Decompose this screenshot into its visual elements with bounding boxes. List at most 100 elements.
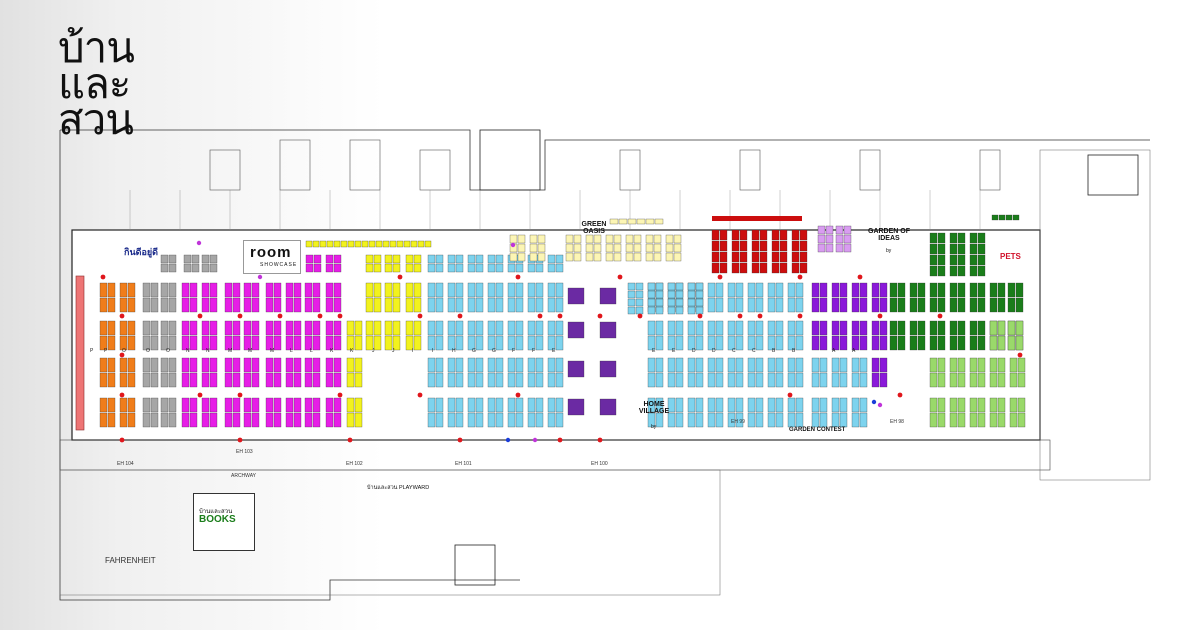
booth-magenta <box>285 282 294 298</box>
booth-green <box>929 243 938 255</box>
booth-cyan <box>755 335 764 351</box>
booth-lightgreen <box>949 412 958 428</box>
booth-lightgreen <box>1007 320 1016 336</box>
booth-cyan <box>555 263 564 273</box>
garden-of-ideas-by: by <box>886 248 892 254</box>
booth-green <box>937 320 946 336</box>
booth-magenta <box>304 282 313 298</box>
booth-lightgreen <box>997 320 1006 336</box>
booth-magenta <box>243 282 252 298</box>
booth-cyan <box>475 320 484 336</box>
booth-cyan <box>647 357 656 373</box>
booth-magenta <box>201 397 210 413</box>
booth-green <box>909 282 918 298</box>
booth-cyan <box>435 320 444 336</box>
booth-yellow-top <box>361 240 369 248</box>
booth-lightgreen <box>989 320 998 336</box>
booth-cyan <box>515 335 524 351</box>
booth-cyan <box>527 412 536 428</box>
booth-red <box>779 251 788 263</box>
booth-cyan <box>655 357 664 373</box>
booth-yellow <box>354 412 363 428</box>
row-letter: N <box>186 348 190 354</box>
booth-orange <box>127 397 136 413</box>
booth-lavender <box>817 225 826 235</box>
booth-magenta <box>232 412 241 428</box>
booth-yellow <box>384 320 393 336</box>
booth-magenta <box>201 320 210 336</box>
booth-green <box>889 282 898 298</box>
booth-yellow <box>354 320 363 336</box>
booth-green <box>949 335 958 351</box>
booth-magenta <box>209 335 218 351</box>
booth-red <box>791 240 800 252</box>
booth-yellow <box>405 254 414 264</box>
booth-magenta <box>265 320 274 336</box>
booth-cyan <box>427 335 436 351</box>
booth-lightgreen <box>1009 397 1018 413</box>
booth-cyan <box>747 297 756 313</box>
row-letter: K <box>330 348 334 354</box>
booth-green <box>997 297 1006 313</box>
booth-cyan <box>747 335 756 351</box>
booth-orange <box>127 335 136 351</box>
booth-green <box>937 254 946 266</box>
row-letter: E <box>652 348 656 354</box>
info-marker-dot <box>257 274 263 280</box>
room-showcase-zone: room SHOWCASE <box>243 240 301 274</box>
feature-booth <box>599 321 617 339</box>
booth-cyan <box>547 357 556 373</box>
booth-cyan <box>455 397 464 413</box>
booth-orange <box>119 335 128 351</box>
booth-green <box>949 243 958 255</box>
booth-yellow-top <box>333 240 341 248</box>
booth-yellow-top <box>403 240 411 248</box>
booth-cyan <box>695 320 704 336</box>
booth-gray <box>142 335 151 351</box>
booth-green-top <box>991 214 999 221</box>
booth-lightyellow <box>509 252 518 262</box>
booth-cyan <box>467 397 476 413</box>
brand-logo: บ้าน และ สวน <box>58 27 198 141</box>
booth-yellow-top <box>410 240 418 248</box>
row-letter: I <box>432 348 434 354</box>
booth-cyan <box>647 335 656 351</box>
booth-magenta <box>304 320 313 336</box>
archway-label: ARCHWAY <box>231 473 256 479</box>
booth-magenta <box>293 357 302 373</box>
entrance-eh99: EH 99 <box>731 419 745 425</box>
booth-lightyellow <box>593 234 602 244</box>
booth-cyan <box>515 397 524 413</box>
south-concourse <box>59 439 1051 471</box>
booth-yellow <box>346 397 355 413</box>
booth-cyan <box>667 372 676 388</box>
booth-magenta <box>209 412 218 428</box>
booth-cyan <box>859 412 868 428</box>
books-en: BOOKS <box>199 514 236 525</box>
booth-lightyellow <box>537 243 546 253</box>
booth-orange <box>127 320 136 336</box>
booth-green <box>917 335 926 351</box>
booth-green <box>969 297 978 313</box>
booth-marker-dot <box>797 313 803 319</box>
booth-cyan <box>635 282 644 291</box>
booth-lightgreen <box>977 357 986 373</box>
booth-cyan <box>527 320 536 336</box>
booth-cyan <box>851 372 860 388</box>
booth-gray <box>168 372 177 388</box>
booth-gray <box>150 320 159 336</box>
booth-cyan <box>495 282 504 298</box>
booth-green <box>957 265 966 277</box>
booth-cyan <box>775 297 784 313</box>
booth-orange <box>127 357 136 373</box>
loading-bay-6 <box>859 149 881 191</box>
booth-magenta <box>325 320 334 336</box>
booth-cyan <box>627 290 636 299</box>
booth-cyan <box>667 397 676 413</box>
booth-cyan <box>675 298 684 307</box>
booth-green <box>949 265 958 277</box>
booth-lightyellow <box>573 243 582 253</box>
row-letter: G <box>472 348 476 354</box>
booth-lavender <box>825 225 834 235</box>
booth-red <box>711 262 720 274</box>
